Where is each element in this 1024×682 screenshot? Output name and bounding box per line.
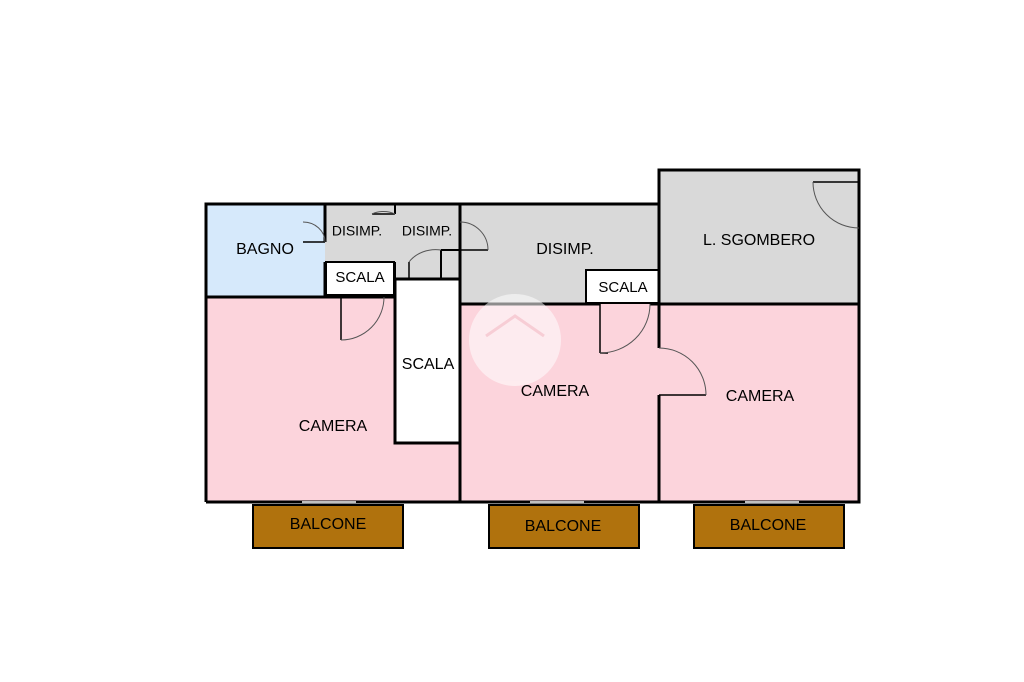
label-balcone-1: BALCONE <box>290 516 366 533</box>
door-camera-right <box>658 347 707 396</box>
label-camera-2: CAMERA <box>521 383 590 400</box>
room-scala-main <box>395 279 460 443</box>
door-disimp-top <box>371 211 396 215</box>
label-scala-small-2: SCALA <box>598 279 647 296</box>
label-disimp-1: DISIMP. <box>332 223 382 239</box>
doors <box>302 181 860 396</box>
door-disimp-right <box>459 221 489 251</box>
label-camera-1: CAMERA <box>299 418 368 435</box>
label-balcone-3: BALCONE <box>730 517 806 534</box>
door-camera-left <box>340 296 385 341</box>
label-bagno: BAGNO <box>236 241 294 258</box>
label-camera-3: CAMERA <box>726 388 795 405</box>
room-camera-right <box>659 304 859 502</box>
door-camera-middle <box>599 303 651 354</box>
room-sgombero <box>659 170 859 304</box>
room-scala-small-right <box>586 270 659 303</box>
door-sgombero <box>812 181 860 229</box>
label-scala-small-1: SCALA <box>335 269 384 286</box>
watermark-logo-icon <box>469 294 561 386</box>
label-sgombero: L. SGOMBERO <box>703 232 815 249</box>
door-disimp-small <box>408 249 442 279</box>
label-disimp-3: DISIMP. <box>536 241 594 258</box>
room-bagno <box>206 204 325 297</box>
balcony-middle <box>489 505 639 548</box>
label-disimp-2: DISIMP. <box>402 223 452 239</box>
label-scala-main: SCALA <box>402 356 455 373</box>
room-scala-small-left <box>326 262 394 295</box>
balcony-left <box>253 505 403 548</box>
walls <box>204 168 861 549</box>
label-balcone-2: BALCONE <box>525 518 601 535</box>
room-labels: BAGNO DISIMP. DISIMP. DISIMP. L. SGOMBER… <box>236 223 815 536</box>
room-fills <box>206 170 859 548</box>
balcony-right <box>694 505 844 548</box>
door-bagno <box>302 221 326 243</box>
